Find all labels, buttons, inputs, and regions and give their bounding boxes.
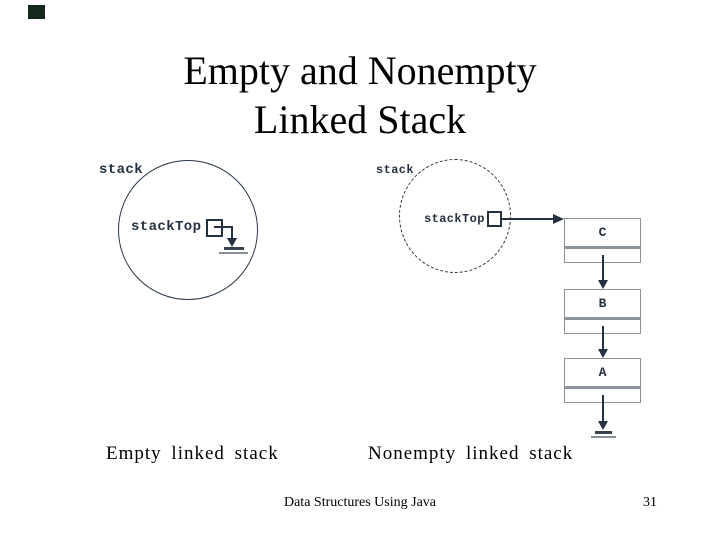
- title-line-1: Empty and Nonempty: [183, 48, 537, 93]
- down-arrowhead-icon: [598, 421, 608, 430]
- link-arrow-line: [602, 395, 604, 422]
- down-arrowhead-icon: [227, 238, 237, 247]
- footer-title: Data Structures Using Java: [283, 495, 437, 510]
- nonempty-stack-label: stack: [376, 163, 415, 177]
- ground-icon: [595, 431, 612, 434]
- title-line-2: Linked Stack: [253, 97, 467, 142]
- empty-pointer-elbow-h: [214, 226, 233, 228]
- node-data-value: B: [598, 296, 607, 311]
- page-title: Empty and Nonempty Linked Stack: [0, 46, 720, 144]
- empty-stacktop-label: stackTop: [131, 219, 202, 235]
- right-arrowhead-icon: [553, 214, 564, 224]
- down-arrowhead-icon: [598, 280, 608, 289]
- node-divider: [565, 386, 640, 389]
- pointer-arrow-line: [501, 218, 554, 220]
- node-data-value: C: [598, 225, 607, 240]
- nonempty-stacktop-label: stackTop: [424, 212, 485, 226]
- nonempty-stacktop-box: [487, 211, 502, 227]
- empty-stack-label: stack: [99, 162, 144, 178]
- nonempty-stack-circle: [399, 159, 511, 273]
- node-divider: [565, 317, 640, 320]
- down-arrowhead-icon: [598, 349, 608, 358]
- node-data-value: A: [598, 365, 607, 380]
- ground-icon: [219, 252, 248, 254]
- link-arrow-line: [602, 255, 604, 281]
- node-divider: [565, 246, 640, 249]
- empty-stacktop-box: [206, 219, 223, 237]
- ground-icon: [591, 436, 616, 438]
- corner-mark: [28, 5, 45, 19]
- nonempty-stack-caption: Nonempty linked stack: [368, 443, 574, 464]
- page-number: 31: [643, 495, 657, 510]
- stack-node-a: A: [564, 358, 641, 403]
- empty-pointer-elbow-v: [231, 226, 233, 240]
- empty-stack-circle: [118, 160, 258, 300]
- link-arrow-line: [602, 326, 604, 350]
- ground-icon: [224, 247, 244, 250]
- empty-stack-caption: Empty linked stack: [106, 443, 279, 464]
